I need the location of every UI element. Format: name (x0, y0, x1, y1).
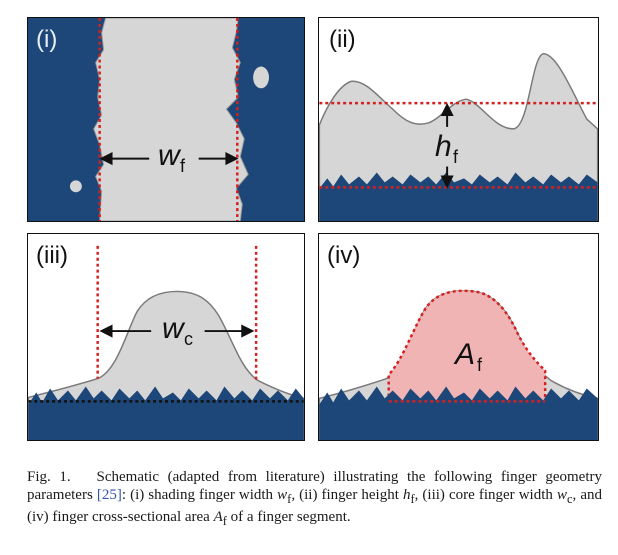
figure-number: Fig. 1. (27, 469, 71, 485)
panel-label: (iv) (327, 242, 361, 269)
figure-caption: Fig. 1. Schematic (adapted from literatu… (27, 469, 603, 528)
core-width-symbol: w (162, 312, 184, 345)
panel-ii-diagram (319, 52, 598, 221)
substrate-texture (28, 386, 304, 440)
panel-label: (i) (36, 26, 58, 53)
panel-cross-sectional-area: (iv) A f (318, 233, 599, 441)
panel-iii-diagram (28, 245, 304, 440)
width-symbol: w (158, 139, 180, 172)
panel-iv-diagram (319, 289, 598, 440)
width-arrow (99, 152, 239, 166)
panel-label: (ii) (329, 26, 356, 53)
citation-link[interactable]: [25] (96, 487, 122, 503)
height-arrow (440, 102, 454, 189)
finger-profile (319, 52, 598, 221)
panel-core-finger-width: (iii) w c (27, 233, 305, 441)
height-subscript: f (453, 147, 459, 167)
area-symbol: A (455, 338, 476, 371)
core-width-subscript: c (184, 329, 193, 349)
substrate-texture (319, 386, 598, 440)
width-arrow (99, 324, 255, 338)
width-subscript: f (180, 156, 186, 176)
substrate-texture (319, 172, 598, 221)
panel-i-diagram (69, 18, 269, 221)
height-symbol: h (435, 130, 452, 163)
panel-finger-height: (ii) h f (318, 17, 599, 222)
area-region (387, 289, 547, 404)
area-subscript: f (477, 355, 483, 375)
panel-shading-finger-width: (i) w f (27, 17, 305, 222)
panel-label: (iii) (36, 242, 68, 269)
finger-top-view (93, 18, 249, 221)
finger-island (69, 180, 82, 193)
finger-island (253, 66, 269, 89)
